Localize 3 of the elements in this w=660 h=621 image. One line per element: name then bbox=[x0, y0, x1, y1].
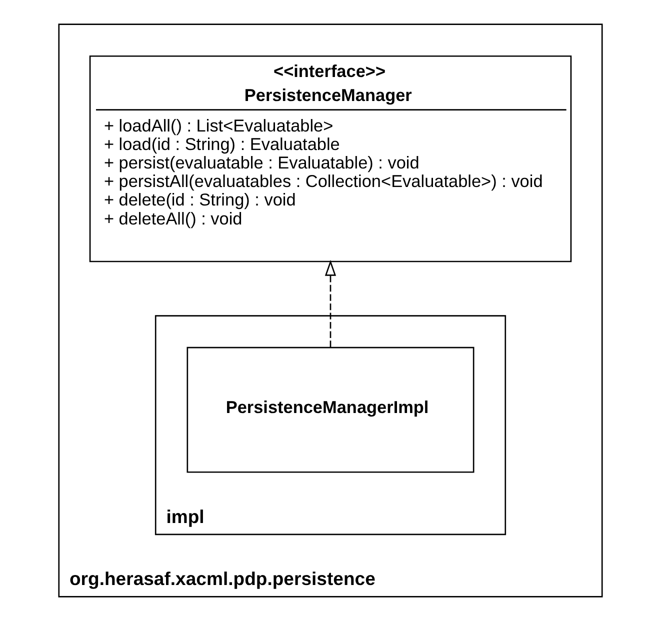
node-box: PersistenceManagerImpl bbox=[186, 346, 474, 473]
arrow bbox=[324, 260, 336, 348]
node-box: <<interface>> PersistenceManager + loadAll() : List<Evaluatable> + load(id : String) : Evaluatable + persist(evaluatable : Evaluatable) : void + persistAll(evaluatables : Collection<Evaluatable>) : void + delete(id : String) : void + deleteAll() : void bbox=[88, 55, 572, 262]
